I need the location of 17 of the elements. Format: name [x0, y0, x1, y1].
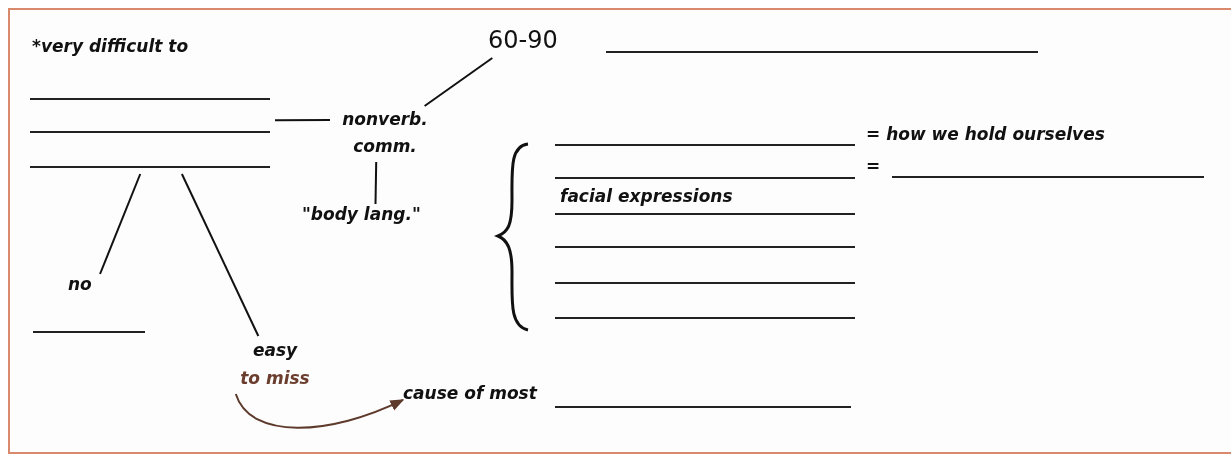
handwritten-note: "body lang." [302, 204, 452, 230]
handwritten-note: no [68, 274, 104, 298]
handwritten-note: to miss [239, 367, 311, 390]
connector-line [99, 173, 142, 275]
arrow [234, 393, 405, 429]
handwritten-note: = [866, 156, 881, 176]
heading-note: *very difficult to [32, 36, 189, 56]
handwritten-note: 60-90 [488, 26, 596, 58]
handwritten-note: nonverb. comm. [330, 106, 440, 162]
connector-line [180, 173, 260, 337]
connector-line [423, 57, 494, 107]
handwritten-note: facial expressions [560, 186, 733, 206]
handwritten-note: cause of most [403, 383, 551, 409]
connector-line [274, 119, 331, 122]
handwritten-note: = how we hold ourselves [866, 124, 1105, 144]
handwritten-note: easy [251, 339, 299, 362]
connector-line [374, 161, 378, 205]
